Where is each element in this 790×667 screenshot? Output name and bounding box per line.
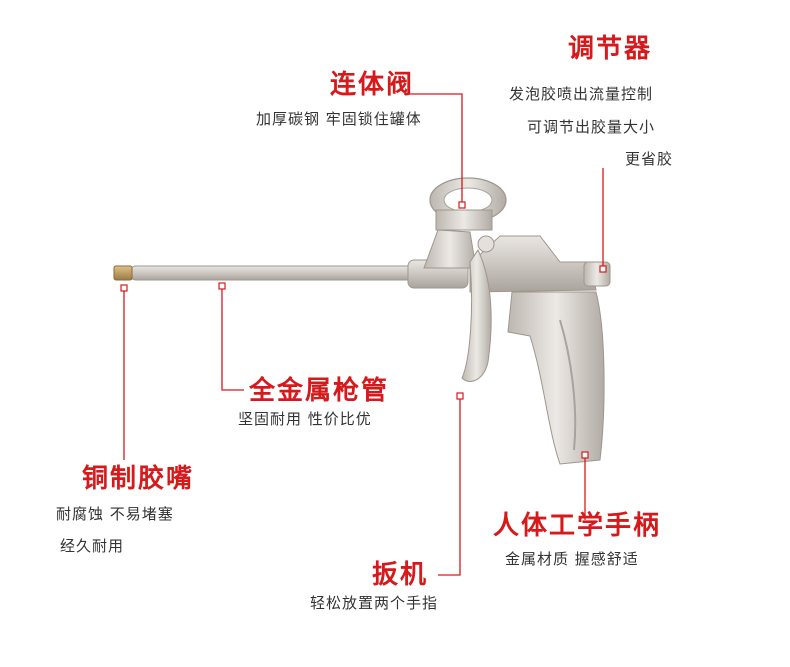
regulator-desc-2: 可调节出胶量大小 <box>527 118 656 136</box>
leader-valve <box>404 93 463 204</box>
barrel-desc: 坚固耐用 性价比优 <box>238 410 372 428</box>
regulator-desc-1: 发泡胶喷出流量控制 <box>509 85 654 103</box>
regulator-desc-3: 更省胶 <box>625 150 674 168</box>
ergonomic-handle <box>507 291 605 465</box>
leader-trigger <box>438 396 461 576</box>
gun-barrel <box>129 265 431 281</box>
valve-neck <box>423 229 477 269</box>
leader-barrel <box>221 286 244 391</box>
regulator-title: 调节器 <box>568 34 653 64</box>
handle-title: 人体工学手柄 <box>493 511 662 541</box>
barrel-title: 全金属枪管 <box>249 376 390 406</box>
brass-nozzle <box>113 265 133 281</box>
trigger-desc: 轻松放置两个手指 <box>310 594 439 612</box>
nozzle-title: 铜制胶嘴 <box>82 464 195 494</box>
nozzle-desc-1: 耐腐蚀 不易堵塞 <box>56 505 174 523</box>
gun-body <box>469 235 597 293</box>
valve-title: 连体阀 <box>330 70 415 100</box>
valve-desc: 加厚碳钢 牢固锁住罐体 <box>256 110 422 128</box>
trigger <box>461 248 492 382</box>
handle-desc: 金属材质 握感舒适 <box>505 550 639 568</box>
trigger-title: 扳机 <box>372 560 429 590</box>
nozzle-desc-2: 经久耐用 <box>60 537 125 555</box>
